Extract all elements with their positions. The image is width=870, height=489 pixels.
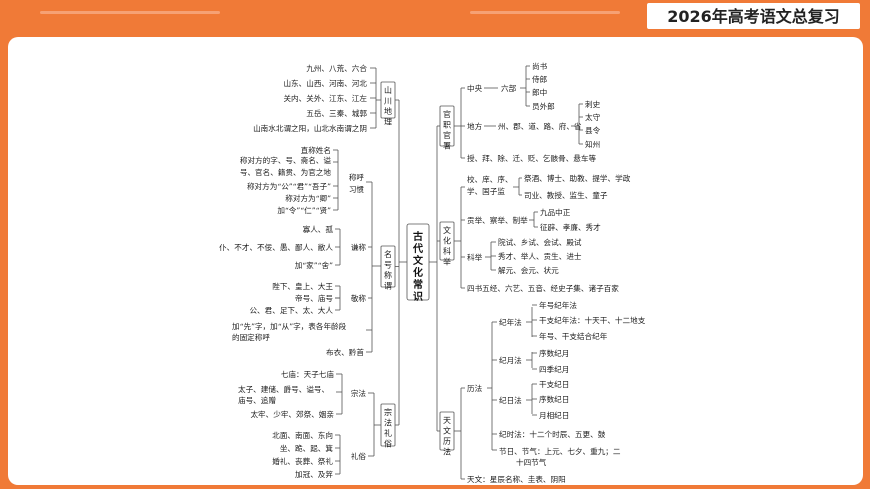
banner-decoration-stripe: [40, 11, 220, 14]
address-habit-item: 加“令”“仁”“贤”: [277, 205, 331, 215]
right-category-2: 天文历法: [443, 416, 451, 457]
left-category-1: 名号称谓: [384, 249, 392, 291]
clan-law-item: 太子、建储、爵号、谥号、庙号、追赠: [238, 384, 329, 405]
honorific-item: 公、君、足下、太、大人: [249, 305, 333, 315]
day-method-label: 纪日法: [499, 395, 522, 405]
geography-item: 五岳、三秦、城郭: [306, 108, 367, 118]
exam-label: 科举: [467, 252, 483, 262]
left-category-1-box: [380, 245, 396, 288]
clan-law-item: 太牢、少牢、郊祭、姻亲: [250, 409, 334, 419]
appointment-terms: 授、拜、除、迁、贬、乞骸骨、悬车等: [467, 153, 596, 163]
day-method-item: 干支纪日: [539, 379, 569, 389]
humble-title-item: 仆、不才、不佞、愚、鄙人、敝人: [219, 242, 333, 252]
honorific-label: 敬称: [351, 293, 367, 303]
etiquette-item: 坐、跪、跽、箕: [280, 443, 334, 453]
honorific-item: 陛下、皇上、大王: [272, 281, 333, 291]
ministry-office: 员外郎: [532, 101, 555, 111]
etiquette-item: 加冠、及笄: [295, 469, 333, 479]
honorific-item: 帝号、庙号: [295, 293, 333, 303]
address-habit-item: 称对方为“卿”: [285, 193, 331, 203]
six-ministries-label: 六部: [501, 83, 517, 93]
month-method-item: 四季纪月: [539, 364, 569, 374]
recruit-item: 征辟、孝廉、秀才: [540, 222, 601, 232]
exam-item: 解元、会元、状元: [498, 265, 559, 275]
central-gov-label: 中央: [467, 83, 483, 93]
humble-title-item: 寡人、孤: [303, 224, 334, 234]
address-habit-label: 称呼: [349, 172, 365, 182]
day-method-item: 月相纪日: [539, 410, 569, 420]
calendar-label: 历法: [467, 383, 483, 393]
year-method-item: 年号、干支结合纪年: [539, 331, 608, 341]
month-method-item: 序数纪月: [539, 348, 569, 358]
right-category-0: 官职官署: [443, 109, 451, 151]
day-method-item: 序数纪日: [539, 394, 569, 404]
course-title-banner: 2026年高考语文总复习: [647, 3, 860, 29]
right-category-1: 文化科举: [443, 225, 451, 267]
etiquette-label: 礼俗: [351, 451, 367, 461]
local-office: 太守: [585, 112, 601, 122]
year-method-item: 年号纪年法: [539, 300, 577, 310]
etiquette-item: 北面、南面、东向: [272, 430, 333, 440]
center-node-label: 古代文化常识: [412, 230, 424, 303]
classics-label: 四书五经、六艺、五音、经史子集、诸子百家: [467, 283, 619, 293]
month-method-label: 纪月法: [499, 355, 522, 365]
year-method-label: 纪年法: [499, 317, 522, 327]
address-habit-label: 习惯: [349, 184, 365, 194]
clan-law-label: 宗法: [351, 388, 367, 398]
festival-item: 节日、节气：上元、七夕、重九；二十四节气: [499, 446, 621, 467]
local-gov-label: 地方: [467, 121, 483, 131]
local-office: 县令: [585, 125, 601, 135]
school-item: 祭酒、博士、助教、提学、学政: [524, 173, 631, 183]
ministry-office: 侍郎: [532, 74, 548, 84]
clan-law-item: 七庙：天子七庙: [281, 369, 335, 379]
left-category-2: 宗法礼俗: [384, 407, 392, 449]
exam-item: 院试、乡试、会试、殿试: [498, 237, 582, 247]
school-item: 司业、教授、监生、童子: [524, 190, 608, 200]
geography-item: 山南水北谓之阳，山北水南谓之阴: [253, 123, 367, 133]
local-office: 知州: [585, 139, 600, 149]
commoner-term: 布衣、黔首: [326, 347, 364, 357]
address-habit-item: 称对方为“公”“君”“吾子”: [247, 181, 331, 191]
banner-decoration-stripe: [470, 11, 620, 14]
address-habit-item: 称对方的字、号、斋名、谥号、官名、籍贯、为官之地: [240, 155, 332, 177]
local-units-label: 州、郡、道、路、府、省: [498, 121, 582, 131]
ministry-office: 尚书: [532, 61, 548, 71]
astronomy-item: 天文：星辰名称、圭表、阴阳: [467, 474, 566, 484]
humble-title-label: 谦称: [351, 242, 367, 252]
honorific-item: 加“先”字，加“从”字，表各年龄段的固定称呼: [232, 321, 347, 342]
school-label: 校、庠、序、学、国子监: [467, 174, 513, 196]
address-habit-item: 直称姓名: [301, 145, 331, 155]
humble-title-item: 加“家”“舍”: [295, 260, 333, 270]
geography-item: 山东、山西、河南、河北: [283, 78, 367, 88]
content-panel: [8, 37, 863, 485]
hour-method: 纪时法：十二个时辰、五更、鼓: [499, 429, 606, 439]
recruit-item: 九品中正: [540, 207, 571, 217]
ministry-office: 郎中: [532, 87, 547, 97]
etiquette-item: 婚礼、丧葬、祭礼: [272, 456, 333, 466]
left-category-0: 山川地理: [384, 85, 392, 127]
exam-item: 秀才、举人、贡生、进士: [498, 251, 582, 261]
geography-item: 九州、八荒、六合: [306, 63, 367, 73]
geography-item: 关内、关外、江东、江左: [283, 93, 367, 103]
recruit-label: 贡举、察举、制举: [467, 215, 528, 225]
year-method-item: 干支纪年法：十天干、十二地支: [539, 315, 646, 325]
local-office: 刺史: [585, 99, 601, 109]
